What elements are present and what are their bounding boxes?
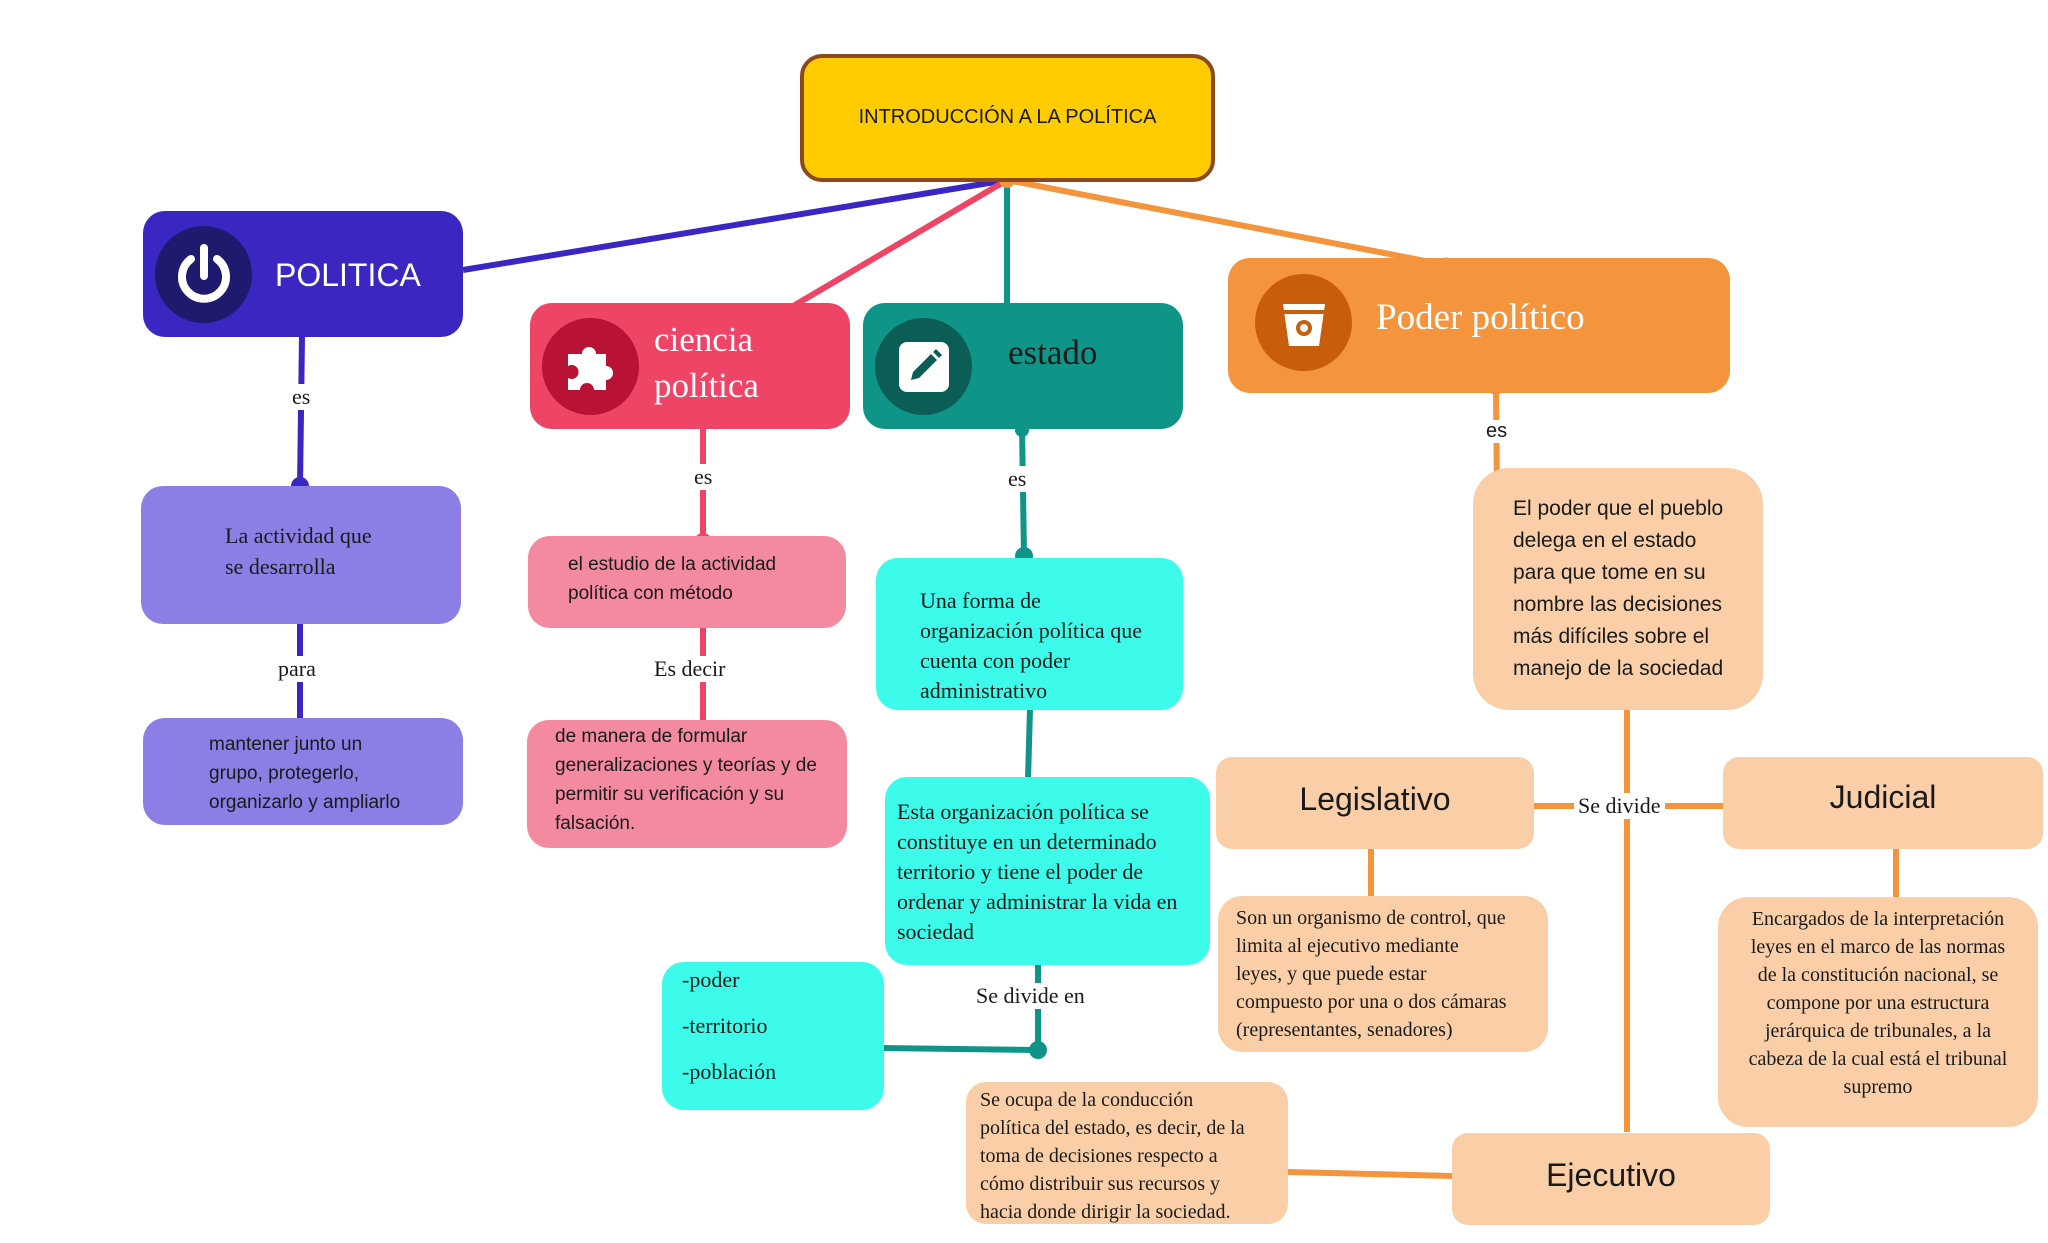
puzzle-icon xyxy=(542,318,639,415)
estado-link-sedivide: Se divide en xyxy=(972,983,1089,1009)
edit-icon xyxy=(875,318,972,415)
politica-title: POLITICA xyxy=(275,257,421,293)
ciencia-detail: de manera de formular generalizaciones y… xyxy=(527,720,847,848)
ciencia-title: ciencia política xyxy=(654,320,759,405)
root-node: INTRODUCCIÓN A LA POLÍTICA xyxy=(800,54,1215,182)
estado-title: estado xyxy=(1008,333,1098,372)
judicial-desc: Encargados de la interpretación leyes en… xyxy=(1718,897,2038,1127)
estado-link-es: es xyxy=(1004,466,1031,492)
estado-definition: Una forma de organización política que c… xyxy=(876,558,1183,710)
estado-detail: Esta organización política se constituye… xyxy=(885,777,1210,965)
judicial-node: Judicial xyxy=(1723,757,2043,849)
poder-definition: El poder que el pueblo delega en el esta… xyxy=(1473,468,1763,710)
ejecutivo-node: Ejecutivo xyxy=(1452,1133,1770,1225)
politica-definition: La actividad que se desarrolla xyxy=(141,486,461,624)
bucket-icon xyxy=(1255,274,1352,371)
legislativo-desc: Son un organismo de control, que limita … xyxy=(1218,896,1548,1052)
politica-link-para: para xyxy=(274,656,320,682)
poder-link-sedivide: Se divide xyxy=(1574,793,1665,819)
poder-link-es: es xyxy=(1482,420,1512,443)
ejecutivo-desc: Se ocupa de la conducción política del e… xyxy=(966,1082,1288,1224)
estado-node: estado xyxy=(863,303,1183,429)
poder-title: Poder político xyxy=(1376,297,1585,338)
estado-elements: -poder -territorio -población xyxy=(662,962,884,1110)
ciencia-node: ciencia política xyxy=(530,303,850,429)
politica-link-es: es xyxy=(288,384,315,410)
politica-node: POLITICA xyxy=(143,211,463,337)
legislativo-node: Legislativo xyxy=(1216,757,1534,849)
ciencia-link-es: es xyxy=(690,464,717,490)
ciencia-link-esdecir: Es decir xyxy=(650,656,730,682)
power-icon xyxy=(155,226,252,323)
root-title: INTRODUCCIÓN A LA POLÍTICA xyxy=(858,106,1157,128)
ciencia-definition: el estudio de la actividad política con … xyxy=(528,536,846,628)
poder-node: Poder político xyxy=(1228,258,1730,393)
politica-purpose: mantener junto un grupo, protegerlo, org… xyxy=(143,718,463,825)
